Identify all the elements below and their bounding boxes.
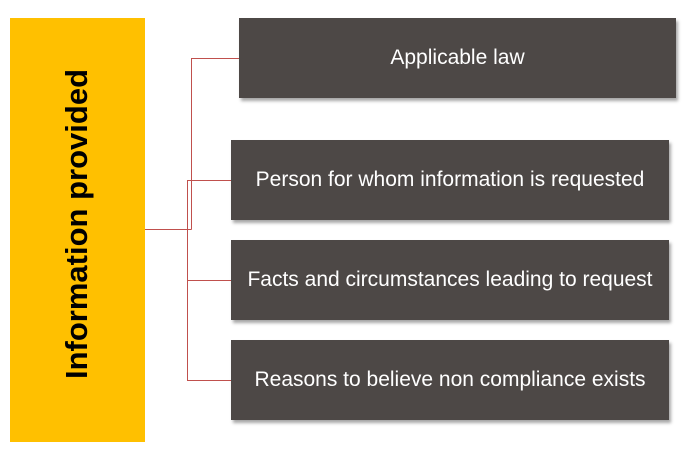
item-label: Person for whom information is requested xyxy=(255,168,645,191)
item-box-person-requested: Person for whom information is requested xyxy=(231,140,669,220)
connector-to-reasons xyxy=(187,229,231,381)
item-box-facts-circumstances: Facts and circumstances leading to reque… xyxy=(231,240,669,320)
connector-to-applicable-law xyxy=(191,58,239,230)
item-label: Applicable law xyxy=(390,46,525,69)
connector-to-person xyxy=(187,180,231,230)
item-label: Facts and circumstances leading to reque… xyxy=(247,268,653,291)
item-label: Reasons to believe non compliance exists xyxy=(254,368,646,391)
connector-to-facts xyxy=(187,229,231,281)
main-category-box xyxy=(10,18,145,442)
item-box-applicable-law: Applicable law xyxy=(239,18,676,98)
item-box-reasons-non-compliance: Reasons to believe non compliance exists xyxy=(231,340,669,420)
